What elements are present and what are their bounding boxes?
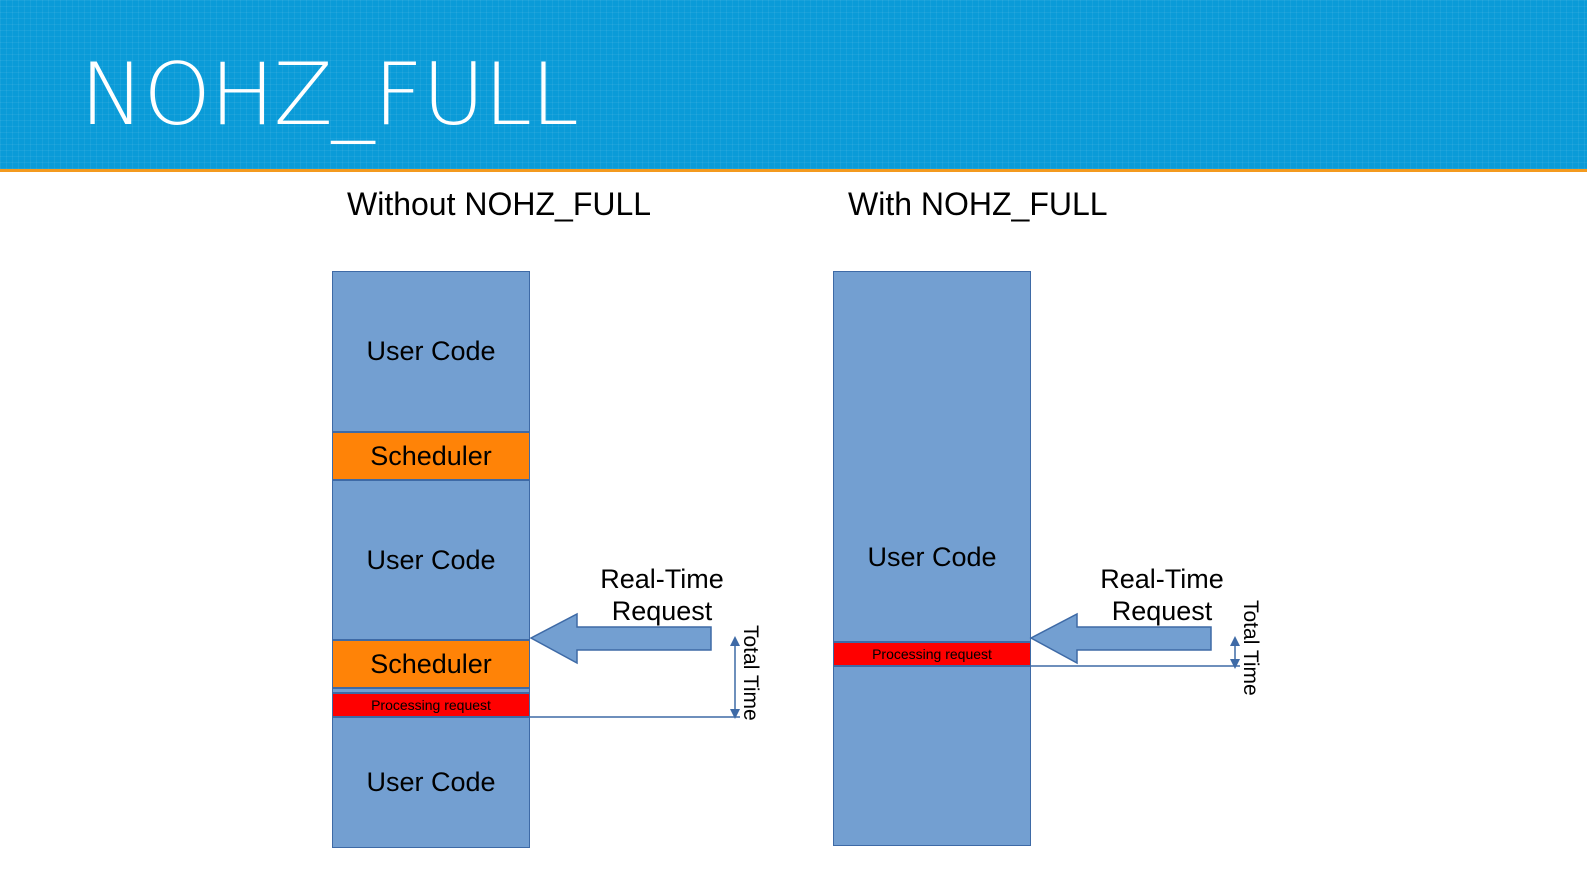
left-user-code-label-2: User Code: [366, 544, 496, 575]
left-user-code-block-3: User Code: [332, 717, 530, 848]
left-user-code-block-2: User Code: [332, 480, 530, 640]
right-user-code-label: User Code: [867, 542, 997, 572]
right-request-label-text: Real-Time Request: [1100, 564, 1224, 626]
left-request-label: Real-Time Request: [586, 563, 738, 627]
right-panel-heading: With NOHZ_FULL: [848, 186, 1108, 222]
right-user-code-block: User Code: [833, 271, 1031, 642]
right-request-arrow: [1029, 612, 1212, 665]
left-user-code-label-1: User Code: [366, 336, 496, 366]
right-total-time-label: Total Time: [1239, 600, 1262, 696]
left-scheduler-block-1: Scheduler: [332, 432, 530, 480]
title-banner: NOHZ_FULL: [0, 0, 1587, 172]
right-processing-label: Processing request: [872, 646, 992, 662]
right-request-label: Real-Time Request: [1086, 563, 1238, 627]
left-processing-label: Processing request: [371, 697, 491, 713]
left-scheduler-label-1: Scheduler: [370, 440, 492, 471]
slide-title: NOHZ_FULL: [80, 45, 579, 145]
right-processing-block: Processing request: [833, 642, 1031, 666]
left-panel-heading: Without NOHZ_FULL: [347, 186, 652, 222]
left-gap-block: [332, 688, 530, 693]
left-request-arrow: [529, 612, 712, 665]
right-user-code-block-lower: [833, 666, 1031, 846]
left-scheduler-block-2: Scheduler: [332, 640, 530, 688]
left-scheduler-label-2: Scheduler: [370, 648, 492, 679]
left-processing-block: Processing request: [332, 693, 530, 717]
left-total-time-label: Total Time: [739, 625, 762, 721]
left-user-code-block-1: User Code: [332, 271, 530, 432]
left-request-label-text: Real-Time Request: [600, 564, 724, 626]
left-user-code-label-3: User Code: [366, 767, 496, 797]
